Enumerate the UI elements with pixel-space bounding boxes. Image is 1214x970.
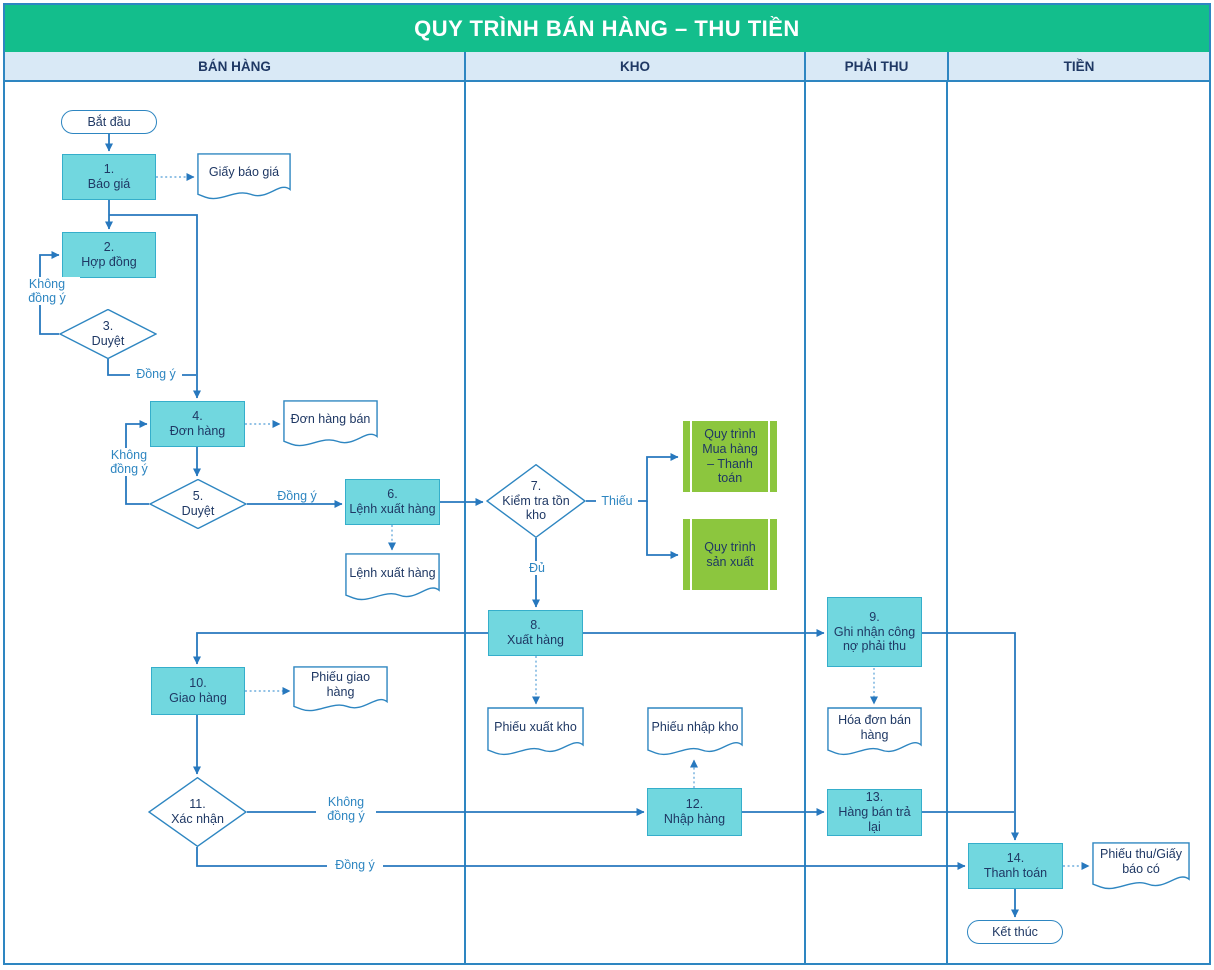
decision-text: 7. Kiểm tra tồn kho xyxy=(502,478,570,523)
process-number: 2. xyxy=(103,240,115,255)
process-1-bao-gia: 1. Báo giá xyxy=(62,154,156,200)
process-9-ghi-nhan-cong-no: 9. Ghi nhận công nợ phải thu xyxy=(827,597,922,667)
decision-text: 3. Duyệt xyxy=(91,319,125,348)
process-label: Hàng bán trả lại xyxy=(838,805,911,834)
diamond-shape xyxy=(148,777,247,847)
document-shape xyxy=(827,707,922,757)
terminator-end: Kết thúc xyxy=(967,920,1063,944)
document-hoa-don-ban-hang: Hóa đơn bán hàng xyxy=(827,707,922,757)
edge-label-dong-y-1: Đồng ý xyxy=(130,367,182,381)
process-label: Lệnh xuất hàng xyxy=(349,502,436,516)
process-label: Thanh toán xyxy=(983,866,1048,880)
decision-text: 5. Duyệt xyxy=(181,489,215,518)
process-8-xuat-hang: 8. Xuất hàng xyxy=(488,610,583,656)
process-number: 14. xyxy=(1006,851,1025,866)
process-6-lenh-xuat-hang: 6. Lệnh xuất hàng xyxy=(345,479,440,525)
process-number: 8. xyxy=(530,618,541,633)
subprocess-quy-trinh-mua-hang-thanh-toan: Quy trình Mua hàng – Thanh toán xyxy=(683,421,777,492)
process-label: Nhập hàng xyxy=(663,812,726,826)
document-don-hang-ban: Đơn hàng bán xyxy=(283,400,378,448)
document-shape xyxy=(293,666,388,713)
terminator-start: Bắt đầu xyxy=(61,110,157,134)
lane-divider-3 xyxy=(946,82,948,965)
swimlane-header-row: BÁN HÀNG KHO PHẢI THU TIỀN xyxy=(5,52,1209,82)
document-shape xyxy=(197,153,291,201)
document-lenh-xuat-hang: Lệnh xuất hàng xyxy=(345,553,440,602)
edge-label-dong-y-2: Đồng ý xyxy=(269,489,325,503)
process-label: Xuất hàng xyxy=(507,633,564,647)
edge-label-dong-y-3: Đồng ý xyxy=(327,858,383,872)
process-label: Ghi nhận công nợ phải thu xyxy=(833,624,916,654)
decision-11-xac-nhan: 11. Xác nhận xyxy=(148,777,247,847)
diamond-shape xyxy=(149,479,247,529)
process-13-hang-ban-tra-lai: 13. Hàng bán trả lại xyxy=(827,789,922,836)
document-shape xyxy=(487,707,584,757)
decision-3-duyet: 3. Duyệt xyxy=(59,309,157,359)
process-number: 13. xyxy=(865,790,884,805)
process-label: Đơn hàng xyxy=(169,424,226,438)
process-2-hop-dong: 2. Hợp đồng xyxy=(62,232,156,278)
subprocess-label: Quy trình Mua hàng – Thanh toán xyxy=(702,427,758,486)
process-number: 9. xyxy=(869,609,880,624)
document-shape xyxy=(1092,842,1190,891)
edge-label-thieu: Thiếu xyxy=(596,494,638,508)
edge-label-du: Đủ xyxy=(523,561,551,575)
process-label: Giao hàng xyxy=(169,691,227,705)
process-number: 6. xyxy=(387,487,398,502)
lane-divider-1 xyxy=(464,82,466,965)
document-phieu-giao-hang: Phiếu giao hàng xyxy=(293,666,388,713)
terminator-end-label: Kết thúc xyxy=(992,924,1038,939)
decision-7-kiem-tra-ton-kho: 7. Kiểm tra tồn kho xyxy=(486,464,586,538)
swimlane-header-phai-thu: PHẢI THU xyxy=(804,52,947,80)
process-14-thanh-toan: 14. Thanh toán xyxy=(968,843,1063,889)
document-phieu-xuat-kho: Phiếu xuất kho xyxy=(487,707,584,757)
edge-label-khong-dong-y-1: Không đồng ý xyxy=(14,277,80,305)
diagram-title: QUY TRÌNH BÁN HÀNG – THU TIỀN xyxy=(5,5,1209,52)
terminator-start-label: Bắt đầu xyxy=(87,114,131,129)
subprocess-label: Quy trình sản xuất xyxy=(704,539,756,569)
process-label: Hợp đồng xyxy=(81,255,137,269)
decision-5-duyet: 5. Duyệt xyxy=(149,479,247,529)
process-number: 12. xyxy=(685,797,704,812)
edge-label-khong-dong-y-2: Không đồng ý xyxy=(102,448,156,476)
document-shape xyxy=(345,553,440,602)
swimlane-header-tien: TIỀN xyxy=(947,52,1209,80)
process-number: 1. xyxy=(103,162,115,177)
process-12-nhap-hang: 12. Nhập hàng xyxy=(647,788,742,836)
swimlane-header-kho: KHO xyxy=(464,52,804,80)
process-10-giao-hang: 10. Giao hàng xyxy=(151,667,245,715)
document-shape xyxy=(283,400,378,448)
lane-divider-2 xyxy=(804,82,806,965)
swimlane-header-ban-hang: BÁN HÀNG xyxy=(198,58,271,74)
process-number: 4. xyxy=(192,409,203,424)
decision-text: 11. Xác nhận xyxy=(171,797,224,826)
process-label: Báo giá xyxy=(87,177,131,191)
document-giay-bao-gia: Giấy báo giá xyxy=(197,153,291,201)
process-4-don-hang: 4. Đơn hàng xyxy=(150,401,245,447)
diamond-shape xyxy=(59,309,157,359)
document-phieu-thu-giay-bao-co: Phiếu thu/Giấy báo có xyxy=(1092,842,1190,891)
document-phieu-nhap-kho: Phiếu nhập kho xyxy=(647,707,743,757)
document-shape xyxy=(647,707,743,757)
diamond-shape xyxy=(486,464,586,538)
edge-label-khong-dong-y-3: Không đồng ý xyxy=(316,795,376,823)
process-number: 10. xyxy=(189,676,207,691)
subprocess-quy-trinh-san-xuat: Quy trình sản xuất xyxy=(683,519,777,590)
